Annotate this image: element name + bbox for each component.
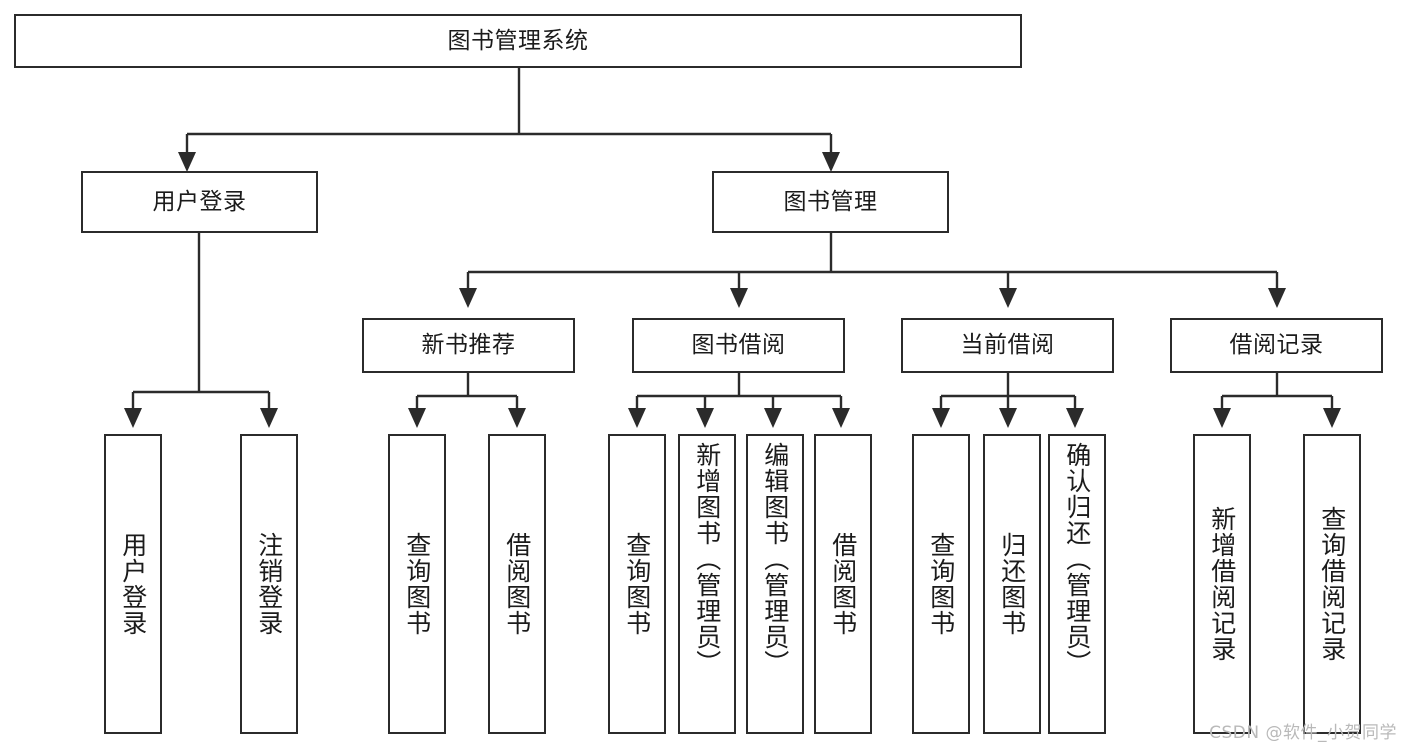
node-label: 借阅图书 — [502, 532, 532, 636]
leaf-query-books-recommend[interactable]: 查询图书 — [388, 434, 447, 735]
node-label: 查询图书 — [402, 532, 432, 636]
leaf-query-borrow-record[interactable]: 查询借阅记录 — [1303, 434, 1362, 735]
node-label: 图书借阅 — [691, 332, 786, 359]
node-new-book-recommend[interactable]: 新书推荐 — [362, 318, 576, 374]
leaf-borrow-books[interactable]: 借阅图书 — [814, 434, 873, 735]
leaf-borrow-books-recommend[interactable]: 借阅图书 — [488, 434, 547, 735]
leaf-logout[interactable]: 注销登录 — [240, 434, 299, 735]
node-label: 新增图书（管理员） — [692, 442, 722, 676]
node-label: 图书管理 — [783, 188, 878, 215]
leaf-return-books[interactable]: 归还图书 — [983, 434, 1042, 735]
node-current-borrow[interactable]: 当前借阅 — [901, 318, 1115, 374]
leaf-add-book-admin[interactable]: 新增图书（管理员） — [678, 434, 737, 735]
node-label: 用户登录 — [152, 188, 247, 215]
leaf-query-books-current[interactable]: 查询图书 — [912, 434, 971, 735]
node-label: 查询图书 — [926, 532, 956, 636]
node-book-borrow[interactable]: 图书借阅 — [632, 318, 846, 374]
leaf-query-books-borrow[interactable]: 查询图书 — [608, 434, 667, 735]
leaf-add-borrow-record[interactable]: 新增借阅记录 — [1193, 434, 1252, 735]
node-label: 新书推荐 — [421, 332, 516, 359]
node-borrow-records[interactable]: 借阅记录 — [1170, 318, 1384, 374]
node-label: 当前借阅 — [960, 332, 1055, 359]
node-label: 新增借阅记录 — [1207, 506, 1237, 662]
node-label: 归还图书 — [997, 532, 1027, 636]
node-label: 查询图书 — [622, 532, 652, 636]
node-label: 借阅记录 — [1229, 332, 1324, 359]
node-label: 注销登录 — [254, 532, 284, 636]
node-user-login[interactable]: 用户登录 — [81, 171, 319, 234]
node-book-management[interactable]: 图书管理 — [712, 171, 950, 234]
leaf-user-login[interactable]: 用户登录 — [104, 434, 163, 735]
leaf-confirm-return-admin[interactable]: 确认归还（管理员） — [1048, 434, 1107, 735]
watermark: CSDN @软件_小贺同学 — [1209, 723, 1397, 743]
node-label: 编辑图书（管理员） — [760, 442, 790, 676]
leaf-edit-book-admin[interactable]: 编辑图书（管理员） — [746, 434, 805, 735]
node-label: 图书管理系统 — [447, 27, 589, 54]
node-root-system[interactable]: 图书管理系统 — [14, 14, 1023, 69]
node-label: 借阅图书 — [828, 532, 858, 636]
node-label: 确认归还（管理员） — [1062, 442, 1092, 676]
node-label: 用户登录 — [118, 532, 148, 636]
node-label: 查询借阅记录 — [1317, 506, 1347, 662]
